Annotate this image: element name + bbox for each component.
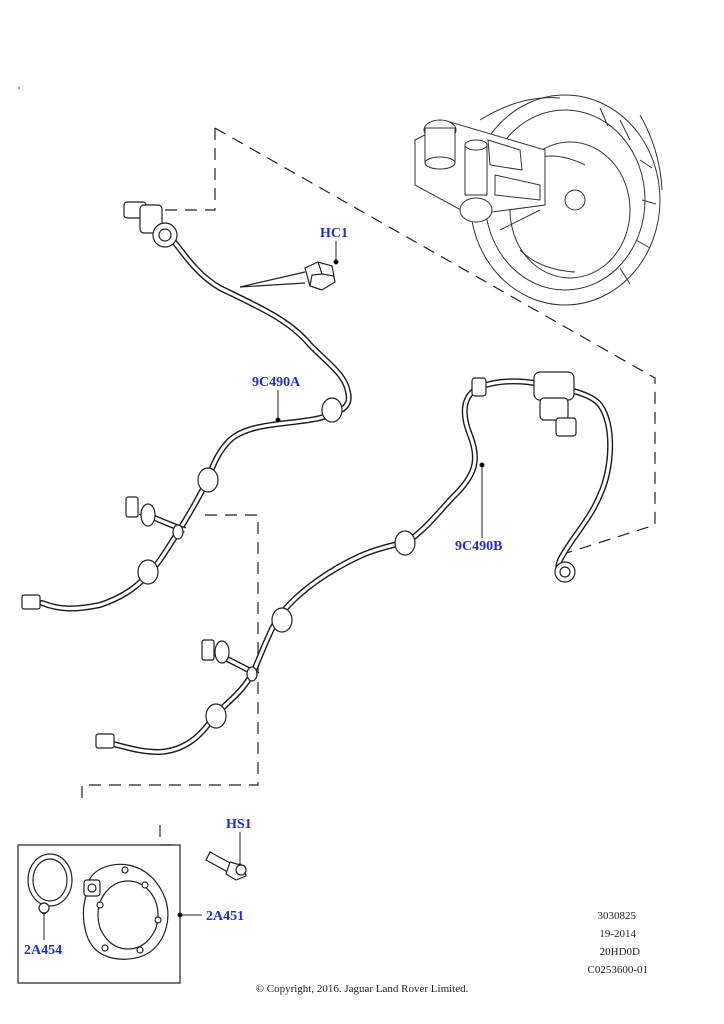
- callout-hc1[interactable]: HC1: [320, 226, 348, 241]
- callout-2a454[interactable]: 2A454: [24, 943, 63, 958]
- brake-booster: [414, 94, 663, 306]
- callout-hs1[interactable]: HS1: [226, 817, 252, 832]
- hose-clip-hc1: [239, 261, 336, 291]
- pipe-b-fittings: [95, 371, 577, 749]
- vacuum-pump-2a451: [82, 863, 169, 960]
- callout-2a451[interactable]: 2A451: [206, 909, 245, 924]
- ref-code-3: 20HD0D: [599, 946, 640, 958]
- ref-code-2: 19-2014: [599, 928, 636, 940]
- vacuum-pipe-9c490a: [39, 229, 352, 612]
- copyright-notice: © Copyright, 2016. Jaguar Land Rover Lim…: [255, 983, 469, 995]
- vacuum-pump-box: [17, 844, 181, 984]
- leader-lines: [41, 241, 485, 940]
- ref-code-4: C0253600-01: [587, 964, 649, 976]
- pipe-a-fittings: [21, 201, 343, 610]
- callout-9c490b[interactable]: 9C490B: [455, 539, 503, 554]
- callout-9c490a[interactable]: 9C490A: [252, 375, 301, 390]
- vacuum-pipe-9c490b: [102, 378, 614, 756]
- seal-ring-2a454: [27, 853, 73, 914]
- ref-code-1: 3030825: [597, 910, 637, 922]
- bolt-hs1: [205, 851, 247, 881]
